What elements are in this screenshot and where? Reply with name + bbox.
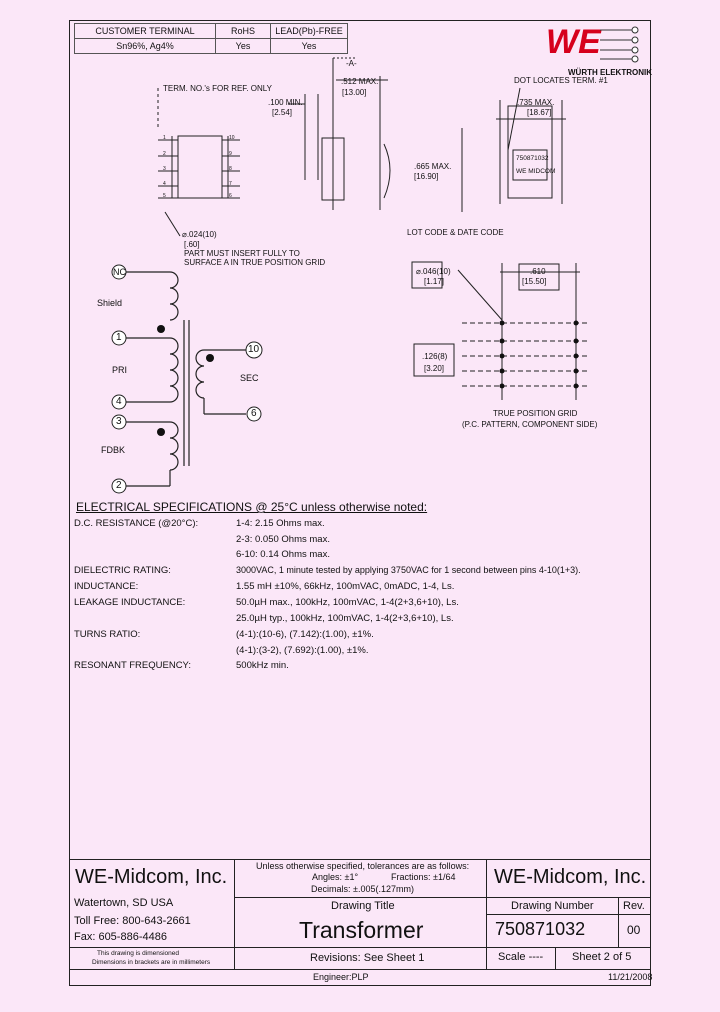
- dim-610: .610: [530, 267, 546, 276]
- dim-665-mm: [16.90]: [414, 172, 439, 181]
- dim-126: .126(8): [422, 352, 448, 361]
- pin-1-label: 1: [116, 332, 122, 343]
- header-val-rohs: Yes: [215, 38, 271, 54]
- tolerance-header: Unless otherwise specified, tolerances a…: [256, 861, 470, 871]
- hole-dia-mm: [1.17]: [424, 277, 445, 286]
- dim-610-mm: [15.50]: [522, 277, 547, 286]
- insert-note-1: PART MUST INSERT FULLY TO: [184, 249, 300, 258]
- prop-note-1: This drawing is dimensioned: [97, 950, 180, 957]
- shield-label: Shield: [97, 298, 123, 308]
- left-pin-label: 4: [163, 181, 166, 187]
- header-table: CUSTOMER TERMINAL RoHS LEAD(Pb)-FREE Sn9…: [74, 23, 348, 54]
- engineer: Engineer:PLP: [313, 972, 369, 982]
- pin-dia: ⌀.024(10): [182, 230, 217, 239]
- spec-value: 3000VAC, 1 minute tested by applying 375…: [236, 565, 581, 575]
- company-city: Watertown, SD USA: [74, 897, 174, 909]
- spec-value: 25.0µH typ., 100kHz, 100mVAC, 1-4(2+3,6+…: [236, 613, 454, 624]
- company-name-right: WE-Midcom, Inc.: [494, 866, 647, 888]
- company-phone: Toll Free: 800-643-2661: [74, 915, 191, 927]
- part-label-2: WE MIDCOM: [516, 168, 556, 175]
- drawing-frame: [69, 20, 651, 986]
- company-fax: Fax: 605-886-4486: [74, 931, 167, 943]
- spec-value: 1-4: 2.15 Ohms max.: [236, 518, 325, 529]
- logo-brand: WÜRTH ELEKTRONIK: [568, 68, 652, 77]
- insert-note-2: SURFACE A IN TRUE POSITION GRID: [184, 258, 326, 267]
- part-label-1: 750871032: [516, 155, 549, 162]
- drawing-date: 11/21/2008: [608, 972, 653, 982]
- specs-title: ELECTRICAL SPECIFICATIONS @ 25°C unless …: [76, 500, 428, 514]
- pin-4-label: 4: [116, 396, 122, 407]
- spec-value: 2-3: 0.050 Ohms max.: [236, 534, 330, 545]
- spec-label: RESONANT FREQUENCY:: [74, 660, 192, 671]
- right-pin-label: 10: [229, 135, 235, 141]
- tolerance-fractions: Fractions: ±1/64: [391, 872, 456, 882]
- header-col-terminal: CUSTOMER TERMINAL: [74, 23, 216, 39]
- spec-label: DIELECTRIC RATING:: [74, 565, 171, 576]
- left-pin-label: 2: [163, 151, 166, 157]
- spec-label: LEAKAGE INDUCTANCE:: [74, 597, 186, 608]
- revisions-note: Revisions: See Sheet 1: [310, 952, 425, 964]
- dim-512-mm: [13.00]: [342, 88, 367, 97]
- fdbk-label: FDBK: [101, 445, 126, 455]
- grid-title-1: TRUE POSITION GRID: [493, 409, 578, 418]
- revision: 00: [627, 923, 641, 937]
- left-pin-label: 3: [163, 166, 166, 172]
- dim-100: .100 MIN.: [268, 98, 303, 107]
- header-val-leadfree: Yes: [270, 38, 348, 54]
- term-note: TERM. NO.'s FOR REF. ONLY: [163, 84, 272, 93]
- tolerance-decimals: Decimals: ±.005(.127mm): [311, 884, 414, 894]
- dim-735: .735 MAX.: [517, 98, 555, 107]
- right-pin-label: 6: [229, 193, 232, 199]
- spec-label: INDUCTANCE:: [74, 581, 139, 592]
- drawing-number-label: Drawing Number: [511, 900, 594, 912]
- header-val-terminal: Sn96%, Ag4%: [74, 38, 216, 54]
- tolerance-angles: Angles: ±1°: [312, 872, 359, 882]
- drawing-title: Transformer: [299, 917, 424, 943]
- pin-3-label: 3: [116, 416, 122, 427]
- pin-6-label: 6: [251, 408, 257, 419]
- rev-label: Rev.: [623, 900, 645, 912]
- pin-2-label: 2: [116, 480, 122, 491]
- spec-value: 1.55 mH ±10%, 66kHz, 100mVAC, 0mADC, 1-4…: [236, 581, 455, 592]
- spec-value: 50.0µH max., 100kHz, 100mVAC, 1-4(2+3,6+…: [236, 597, 459, 608]
- header-col-leadfree: LEAD(Pb)-FREE: [270, 23, 348, 39]
- spec-value: (4-1):(10-6), (7.142):(1.00), ±1%.: [236, 629, 374, 640]
- grid-title-2: (P.C. PATTERN, COMPONENT SIDE): [462, 420, 598, 429]
- spec-value: (4-1):(3-2), (7.692):(1.00), ±1%.: [236, 645, 369, 656]
- spec-value: 6-10: 0.14 Ohms max.: [236, 549, 330, 560]
- lot-code-note: LOT CODE & DATE CODE: [407, 228, 504, 237]
- right-pin-label: 8: [229, 166, 232, 172]
- pri-label: PRI: [112, 365, 128, 375]
- spec-label: D.C. RESISTANCE (@20°C):: [74, 518, 199, 529]
- pin-dia-mm: [.60]: [184, 240, 200, 249]
- spec-label: TURNS RATIO:: [74, 629, 141, 640]
- sec-label: SEC: [240, 373, 259, 383]
- scale: Scale ----: [498, 951, 544, 963]
- dim-512: .512 MAX.: [341, 77, 379, 86]
- right-pin-label: 9: [229, 151, 232, 157]
- header-col-rohs: RoHS: [215, 23, 271, 39]
- pin-nc-label: NC: [113, 267, 126, 277]
- prop-note-2: Dimensions in brackets are in millimeter…: [92, 959, 211, 966]
- left-pin-label: 1: [163, 135, 166, 141]
- drawing-number: 750871032: [495, 919, 586, 939]
- datum-a: -A-: [346, 59, 357, 68]
- dim-100-mm: [2.54]: [272, 108, 293, 117]
- left-pin-label: 5: [163, 193, 166, 199]
- dim-665: .665 MAX.: [414, 162, 452, 171]
- dim-735-mm: [18.67]: [527, 108, 552, 117]
- right-pin-label: 7: [229, 181, 232, 187]
- dot-note: DOT LOCATES TERM. #1: [514, 76, 608, 85]
- dim-126-mm: [3.20]: [424, 364, 445, 373]
- pin-10-label: 10: [248, 344, 260, 355]
- sheet-number: Sheet 2 of 5: [572, 951, 632, 963]
- spec-value: 500kHz min.: [236, 660, 289, 671]
- company-name: WE-Midcom, Inc.: [75, 866, 228, 888]
- drawing-title-label: Drawing Title: [331, 900, 395, 912]
- hole-dia: ⌀.046(10): [416, 267, 451, 276]
